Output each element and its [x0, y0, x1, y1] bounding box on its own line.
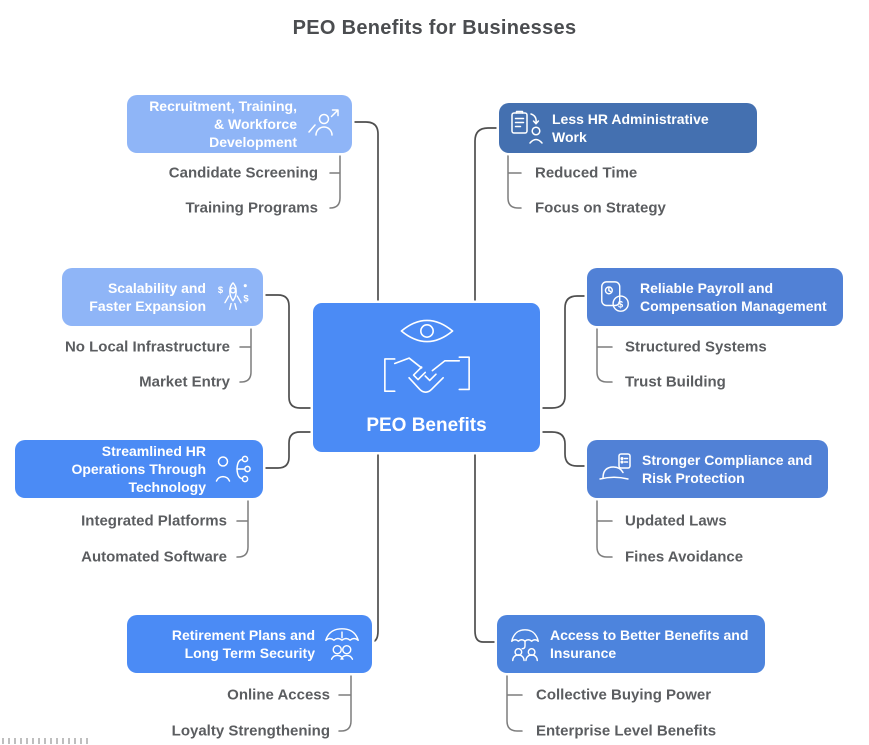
sub-item: Automated Software — [81, 548, 227, 566]
branch-label: Less HR Administrative Work — [552, 110, 709, 145]
person-growth-icon — [305, 108, 341, 140]
clipboard-person-icon — [510, 110, 544, 146]
sub-item: Candidate Screening — [168, 164, 318, 182]
branch-label: Streamlined HR Operations Through Techno… — [71, 442, 206, 496]
sub-item: Collective Buying Power — [536, 686, 712, 704]
sub-item: Updated Laws — [625, 512, 727, 530]
branch-node-streamlined-hr: Streamlined HR Operations Through Techno… — [15, 440, 263, 498]
branch-label: Scalability and Faster Expansion — [89, 279, 206, 314]
sub-item: Enterprise Level Benefits — [536, 722, 717, 740]
sub-item: Structured Systems — [625, 338, 767, 356]
sub-item: Integrated Platforms — [81, 512, 227, 530]
branch-node-less-hr-admin: Less HR Administrative Work — [499, 103, 757, 153]
central-icons — [381, 316, 473, 402]
branch-label: Access to Better Benefits and Insurance — [550, 626, 749, 661]
sub-item: Reduced Time — [535, 164, 638, 182]
sub-item: Training Programs — [185, 199, 318, 217]
svg-text:$: $ — [218, 285, 224, 296]
umbrella-savers-icon — [323, 627, 361, 661]
central-node-label: PEO Benefits — [366, 415, 487, 437]
svg-text:$: $ — [618, 299, 624, 310]
umbrella-people-icon — [508, 626, 542, 662]
handshake-icon — [381, 350, 473, 402]
svg-text:$: $ — [243, 294, 249, 305]
branch-node-recruitment: Recruitment, Training, & Workforce Devel… — [127, 95, 352, 153]
sub-item: Market Entry — [139, 373, 230, 391]
branch-node-benefits-access: Access to Better Benefits and Insurance — [497, 615, 765, 673]
sub-item: Online Access — [227, 686, 330, 704]
branch-label: Stronger Compliance and Risk Protection — [642, 451, 813, 486]
branch-label: Retirement Plans and Long Term Security — [171, 626, 315, 661]
branch-node-compliance: Stronger Compliance and Risk Protection — [587, 440, 828, 498]
sub-item: Trust Building — [625, 373, 726, 391]
branch-node-retirement: Retirement Plans and Long Term Security — [127, 615, 372, 673]
sub-item: Fines Avoidance — [625, 548, 744, 566]
eye-icon — [398, 316, 456, 346]
rocket-dollar-icon: $ $ — [214, 280, 252, 314]
sub-item: Focus on Strategy — [535, 199, 666, 217]
central-node: PEO Benefits — [313, 303, 540, 452]
payroll-clock-coin-icon: $ — [598, 280, 632, 314]
sub-item: Loyalty Strengthening — [171, 722, 330, 740]
branch-label: Reliable Payroll and Compensation Manage… — [640, 279, 827, 314]
cropped-watermark-fragment — [2, 738, 88, 744]
branch-node-scalability: Scalability and Faster Expansion $ $ — [62, 268, 263, 326]
branch-label: Recruitment, Training, & Workforce Devel… — [149, 97, 297, 151]
branch-node-payroll: $ Reliable Payroll and Compensation Mana… — [587, 268, 843, 326]
page-title: PEO Benefits for Businesses — [292, 17, 577, 39]
person-network-icon — [214, 453, 252, 485]
sub-item: No Local Infrastructure — [64, 338, 230, 356]
hardhat-clipboard-icon — [598, 452, 634, 486]
